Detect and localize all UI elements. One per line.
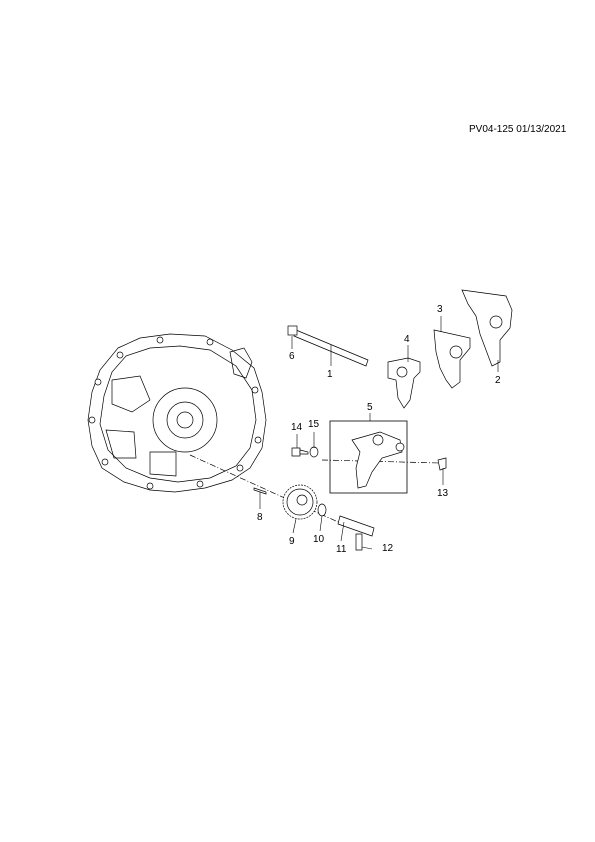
callout-5: 5	[367, 402, 373, 413]
shift-fork-2	[461, 289, 513, 367]
callout-8: 8	[257, 512, 263, 523]
washer-10	[317, 503, 327, 517]
callout-2: 2	[495, 375, 501, 386]
bolt-14	[291, 447, 309, 457]
bolt-12	[355, 533, 363, 551]
reference-code: PV04-125 01/13/2021	[469, 124, 567, 135]
callout-6: 6	[289, 351, 295, 362]
callout-1: 1	[327, 369, 333, 380]
callout-12: 12	[382, 543, 394, 554]
pin	[253, 487, 267, 495]
callout-14: 14	[291, 422, 303, 433]
shift-fork-4	[387, 357, 421, 409]
transmission-housing	[87, 333, 267, 493]
callout-10: 10	[313, 534, 325, 545]
callout-13: 13	[437, 488, 449, 499]
callout-9: 9	[289, 536, 295, 547]
shift-lever-assembly	[351, 431, 405, 489]
callout-4: 4	[404, 334, 410, 345]
assembly-frame	[329, 420, 408, 494]
idler-shaft	[337, 515, 375, 537]
plug	[287, 325, 298, 336]
washer-15	[309, 446, 319, 458]
callout-3: 3	[437, 304, 443, 315]
callout-11: 11	[336, 544, 347, 555]
clip	[437, 457, 447, 471]
gear	[282, 484, 318, 520]
callout-15: 15	[308, 419, 320, 430]
shift-fork-3	[433, 329, 471, 389]
